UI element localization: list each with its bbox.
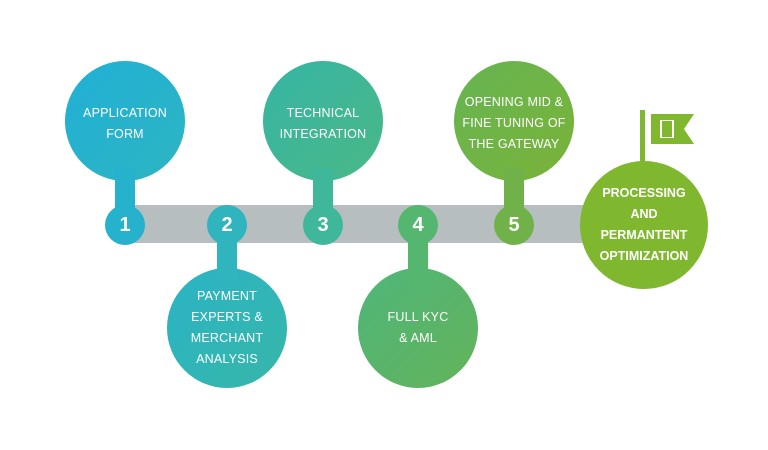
step-1-number: 1 [119,214,131,236]
step-4-label: FULL KYC & AML [387,310,449,345]
flag-icon [640,110,694,162]
step-5 [454,61,574,245]
step-2-number: 2 [221,214,233,236]
step-5-label: OPENING MID & FINE TUNING OF THE GATEWAY [462,95,566,151]
step-2 [167,205,287,388]
final-label: PROCESSING AND PERMANTENT OPTIMIZATION [599,186,689,263]
step-4 [358,205,478,388]
final-circle [580,161,708,289]
step-2-label: PAYMENT EXPERTS & MERCHANT ANALYSIS [190,289,264,366]
step-5-number: 5 [508,214,520,236]
step-1 [65,61,185,245]
step-3 [263,61,383,245]
step-4-number: 4 [412,214,424,236]
step-3-number: 3 [317,214,329,236]
timeline-bar [125,205,615,243]
step-3-label: TECHNICAL INTEGRATION [279,106,367,141]
step-1-label: APPLICATION FORM [83,106,167,141]
